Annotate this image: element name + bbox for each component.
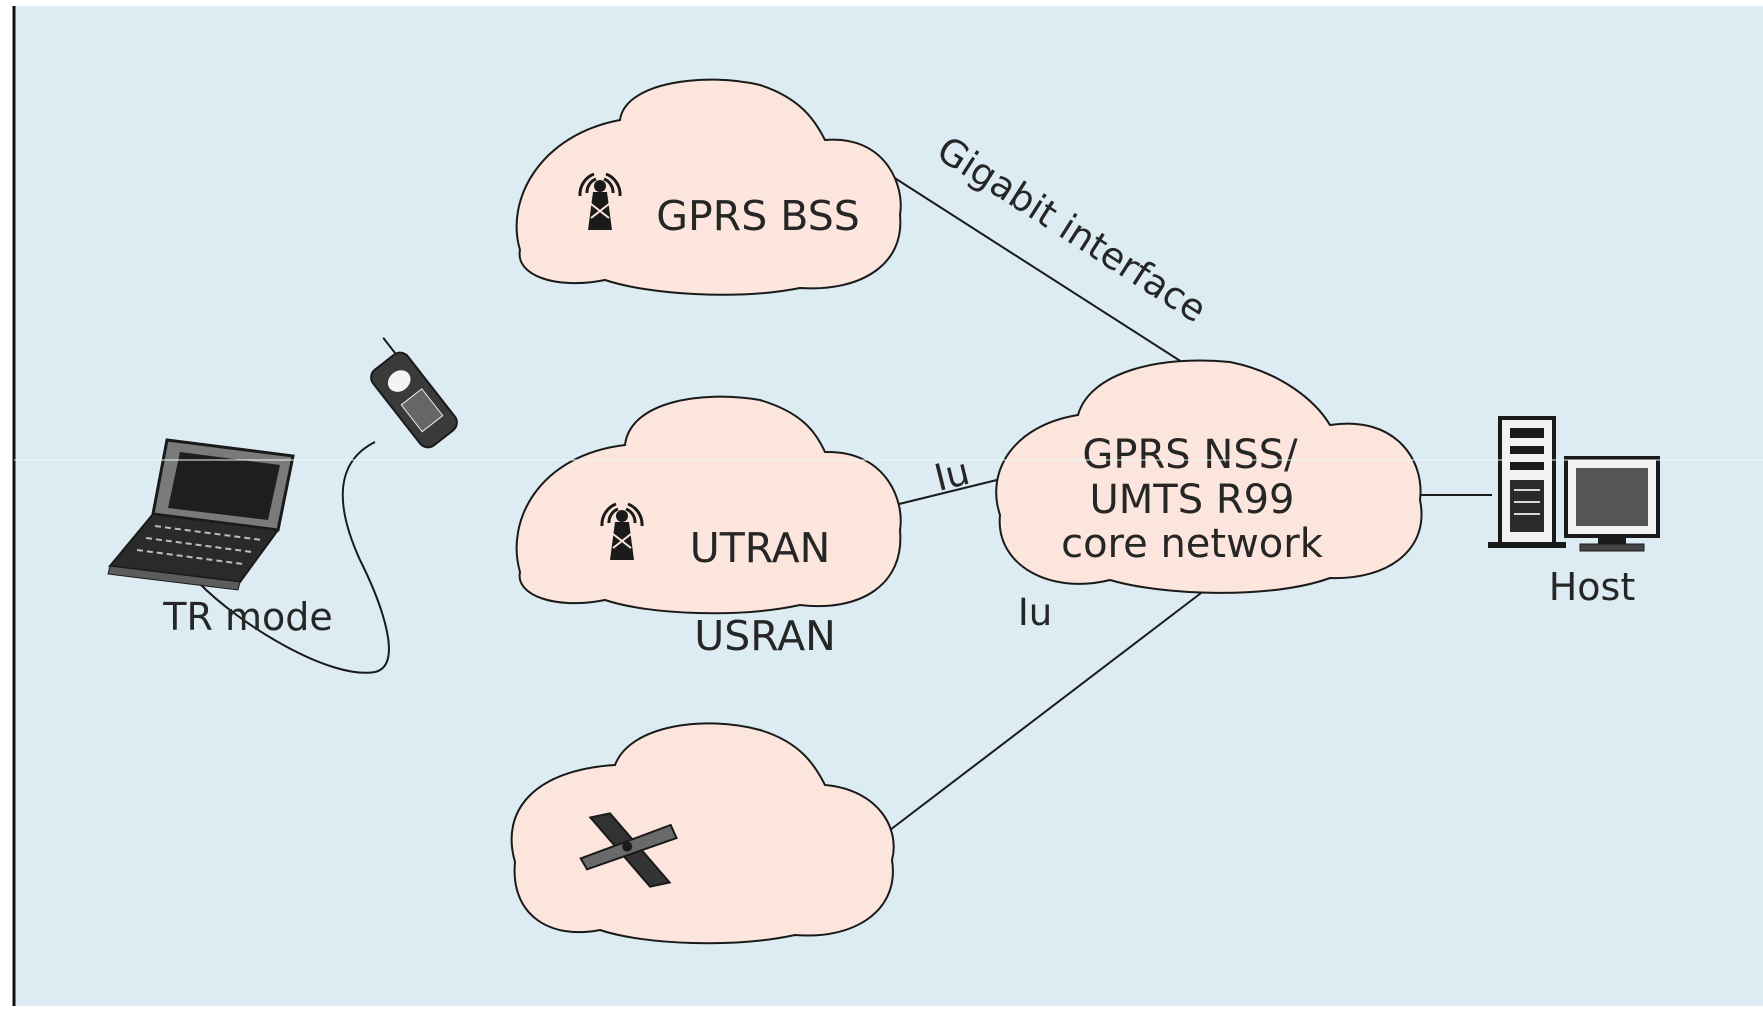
antenna-tower-icon	[600, 502, 644, 560]
mobile-phone-icon	[370, 337, 458, 449]
iu-satellite-label: Iu	[1018, 591, 1052, 634]
satellite-icon	[579, 812, 678, 888]
utran-cloud: UTRAN	[515, 395, 902, 615]
gprs-bss-cloud-shape	[515, 78, 902, 296]
utran-label: UTRAN	[690, 524, 831, 572]
server-tower-icon	[1488, 416, 1566, 548]
core-network-cloud-shape	[995, 359, 1423, 594]
host-label: Host	[1549, 565, 1636, 609]
core-network-cloud: GPRS NSS/ UMTS R99 core network	[995, 359, 1423, 594]
satellite-cloud-shape	[510, 722, 895, 945]
iu-utran-link-line	[894, 477, 1006, 506]
monitor-icon	[1564, 456, 1660, 552]
core-network-line3: core network	[1061, 521, 1324, 567]
usran-label: USRAN	[694, 612, 836, 660]
antenna-tower-icon	[578, 172, 622, 230]
gprs-bss-label: GPRS BSS	[656, 192, 860, 240]
gigabit-link-line	[889, 174, 1211, 381]
core-network-line1: GPRS NSS/	[1082, 432, 1298, 478]
satellite-cloud	[510, 722, 895, 945]
gprs-bss-cloud: GPRS BSS	[515, 78, 902, 296]
laptop-icon	[107, 438, 295, 591]
core-network-line2: UMTS R99	[1089, 477, 1294, 523]
phone-cable	[197, 441, 390, 674]
iu-satellite-link-line	[889, 589, 1206, 831]
tr-mode-label: TR mode	[162, 595, 332, 639]
